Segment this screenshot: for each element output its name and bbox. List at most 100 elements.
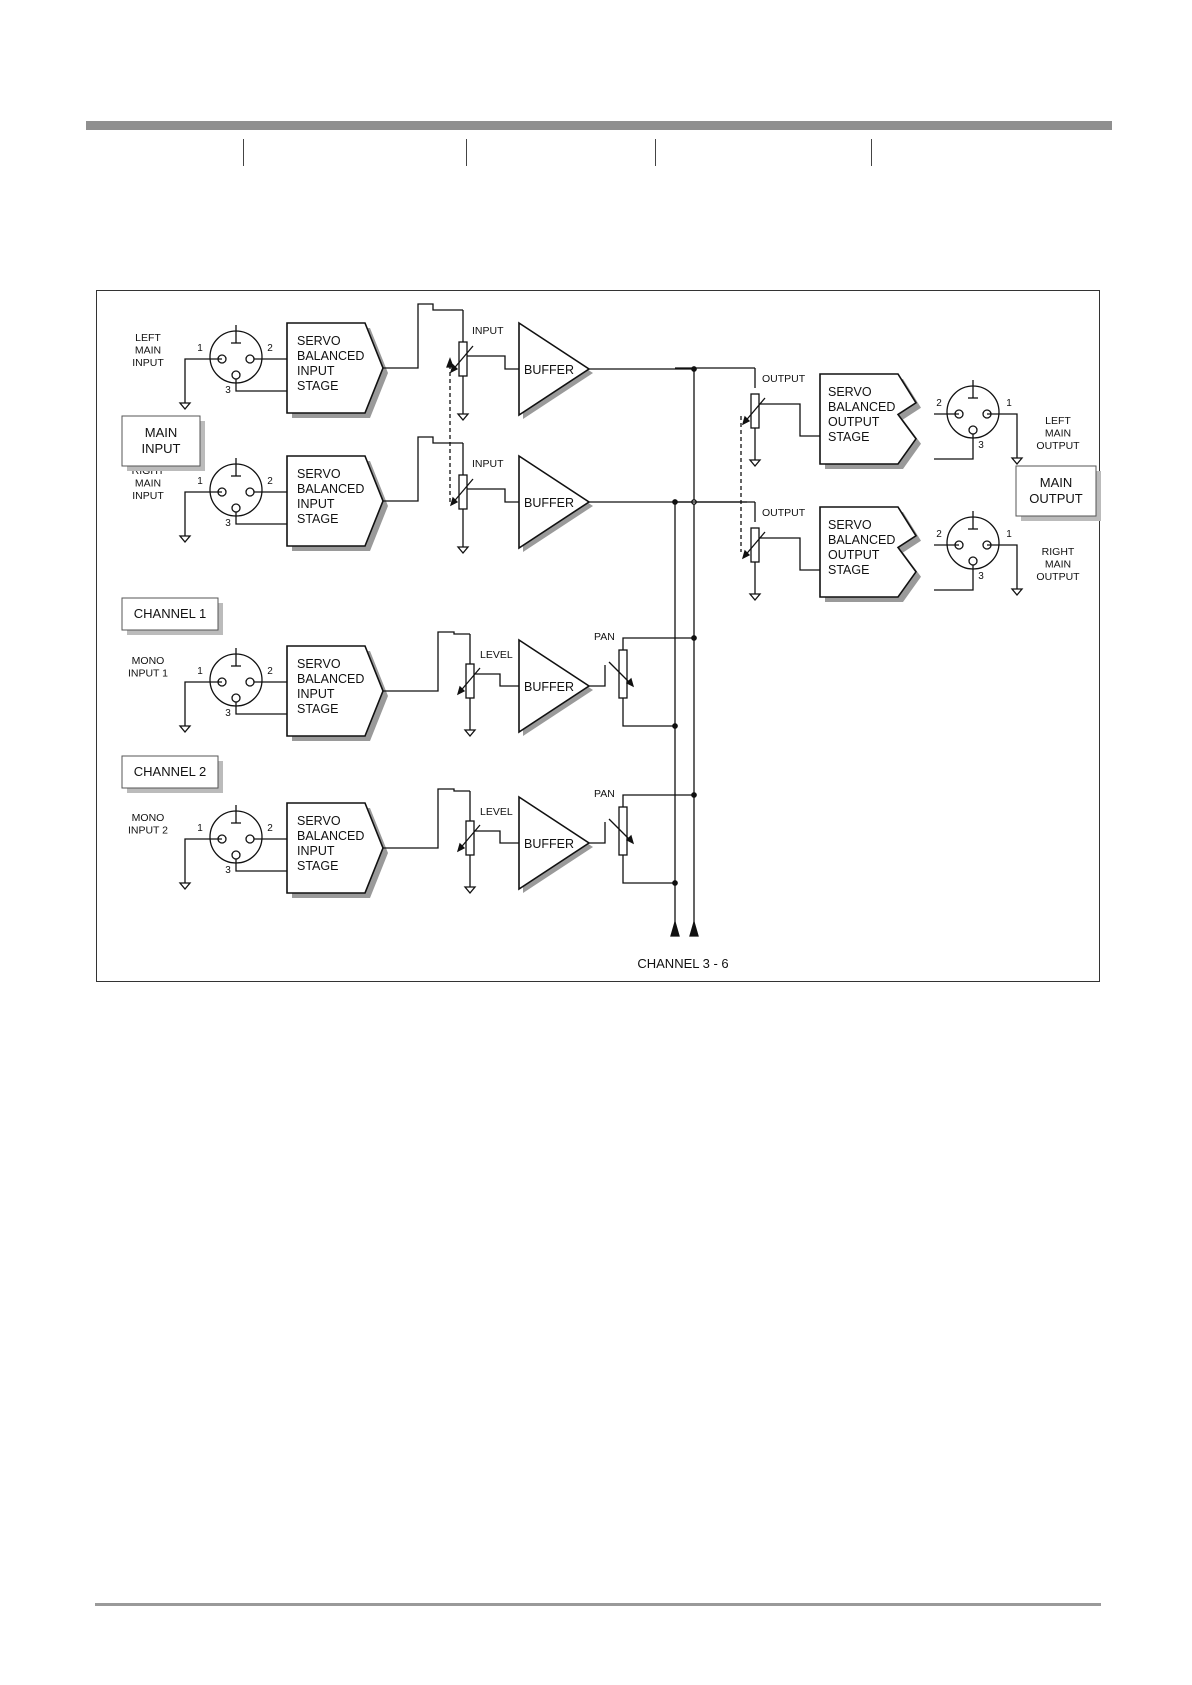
signal-wire	[383, 436, 463, 502]
pin-number-1: 1	[1006, 398, 1012, 409]
pin-number-1: 1	[197, 343, 203, 354]
signal-wire	[235, 512, 287, 525]
signal-wire	[184, 358, 222, 397]
pan-pot	[625, 677, 635, 688]
channel-2-box	[121, 755, 219, 789]
output-gain-pot	[741, 415, 751, 426]
level-pot	[465, 663, 475, 699]
signal-wire	[934, 565, 974, 591]
pin-number-2: 2	[267, 666, 273, 677]
pin-number-1: 1	[197, 823, 203, 834]
xlr-pin	[245, 487, 255, 497]
ground-symbol	[463, 886, 477, 895]
buffer-label: BUFFER	[524, 496, 574, 510]
pin-number-1: 1	[1006, 529, 1012, 540]
servo-input-stage	[286, 645, 384, 737]
junction-dot	[672, 880, 678, 886]
ground-symbol	[748, 459, 762, 468]
signal-wire	[383, 788, 470, 849]
level-pot	[465, 820, 475, 856]
pin-number-3: 3	[978, 571, 984, 582]
ground-symbol	[463, 729, 477, 738]
ground-symbol	[1010, 457, 1024, 466]
xlr-pin	[968, 556, 978, 566]
servo-input-stage	[286, 455, 384, 547]
output-gain-pot	[750, 527, 760, 563]
pin-number-3: 3	[225, 865, 231, 876]
signal-wire	[622, 698, 675, 727]
buffer-label: BUFFER	[524, 837, 574, 851]
signal-wire	[235, 702, 287, 715]
signal-wire	[474, 673, 519, 687]
signal-wire	[987, 544, 1018, 583]
signal-wire	[383, 631, 470, 692]
ground-symbol	[178, 882, 192, 891]
channel-2-box-label: CHANNEL 2	[134, 764, 206, 779]
input-gain-pot	[458, 474, 468, 510]
pin-number-1: 1	[197, 476, 203, 487]
xlr-pin	[231, 370, 241, 380]
signal-wire	[184, 491, 222, 530]
pin-number-2: 2	[267, 343, 273, 354]
servo-output-stage	[819, 373, 918, 465]
signal-wire	[474, 830, 519, 844]
ground-symbol	[178, 725, 192, 734]
header-tab-divider	[466, 139, 467, 166]
level-pot-label: LEVEL	[480, 649, 513, 661]
pin-number-2: 2	[267, 476, 273, 487]
junction-dot	[672, 723, 678, 729]
pin-number-2: 2	[267, 823, 273, 834]
ground-symbol	[178, 535, 192, 544]
footer-rule	[95, 1603, 1101, 1606]
main-input-box	[121, 415, 201, 467]
buffer-label: BUFFER	[524, 680, 574, 694]
xlr-pin	[968, 425, 978, 435]
signal-wire	[184, 838, 222, 877]
input-gain-pot	[449, 496, 459, 507]
ground-symbol	[456, 413, 470, 422]
diagram-frame	[96, 290, 1100, 982]
signal-wire	[934, 434, 974, 460]
signal-wire	[383, 303, 463, 369]
signal-wire	[759, 403, 820, 437]
channel-1-box-label: CHANNEL 1	[134, 606, 206, 621]
servo-input-stage	[286, 322, 384, 414]
signal-wire	[622, 637, 694, 650]
ground-symbol	[178, 402, 192, 411]
xlr-pin	[245, 354, 255, 364]
header-tab-divider	[871, 139, 872, 166]
level-pot-label: LEVEL	[480, 806, 513, 818]
header-rule	[86, 121, 1112, 130]
signal-wire	[759, 537, 820, 571]
pin-number-3: 3	[225, 708, 231, 719]
signal-wire	[589, 665, 606, 687]
xlr-pin	[245, 677, 255, 687]
pin-number-2: 2	[936, 398, 942, 409]
pin-number-2: 2	[936, 529, 942, 540]
output-gain-pot	[750, 393, 760, 429]
bus-arrow-icon	[689, 919, 699, 937]
pin-number-3: 3	[225, 518, 231, 529]
output-pot-label: OUTPUT	[762, 373, 806, 385]
input-pot-label: INPUT	[472, 325, 504, 337]
signal-wire	[467, 488, 519, 503]
pan-pot-label: PAN	[594, 788, 615, 800]
ganged-pot-link	[446, 357, 454, 368]
header-tab-divider	[243, 139, 244, 166]
signal-wire	[622, 794, 694, 807]
pin-number-3: 3	[978, 440, 984, 451]
signal-wire	[987, 413, 1018, 452]
xlr-pin	[245, 834, 255, 844]
